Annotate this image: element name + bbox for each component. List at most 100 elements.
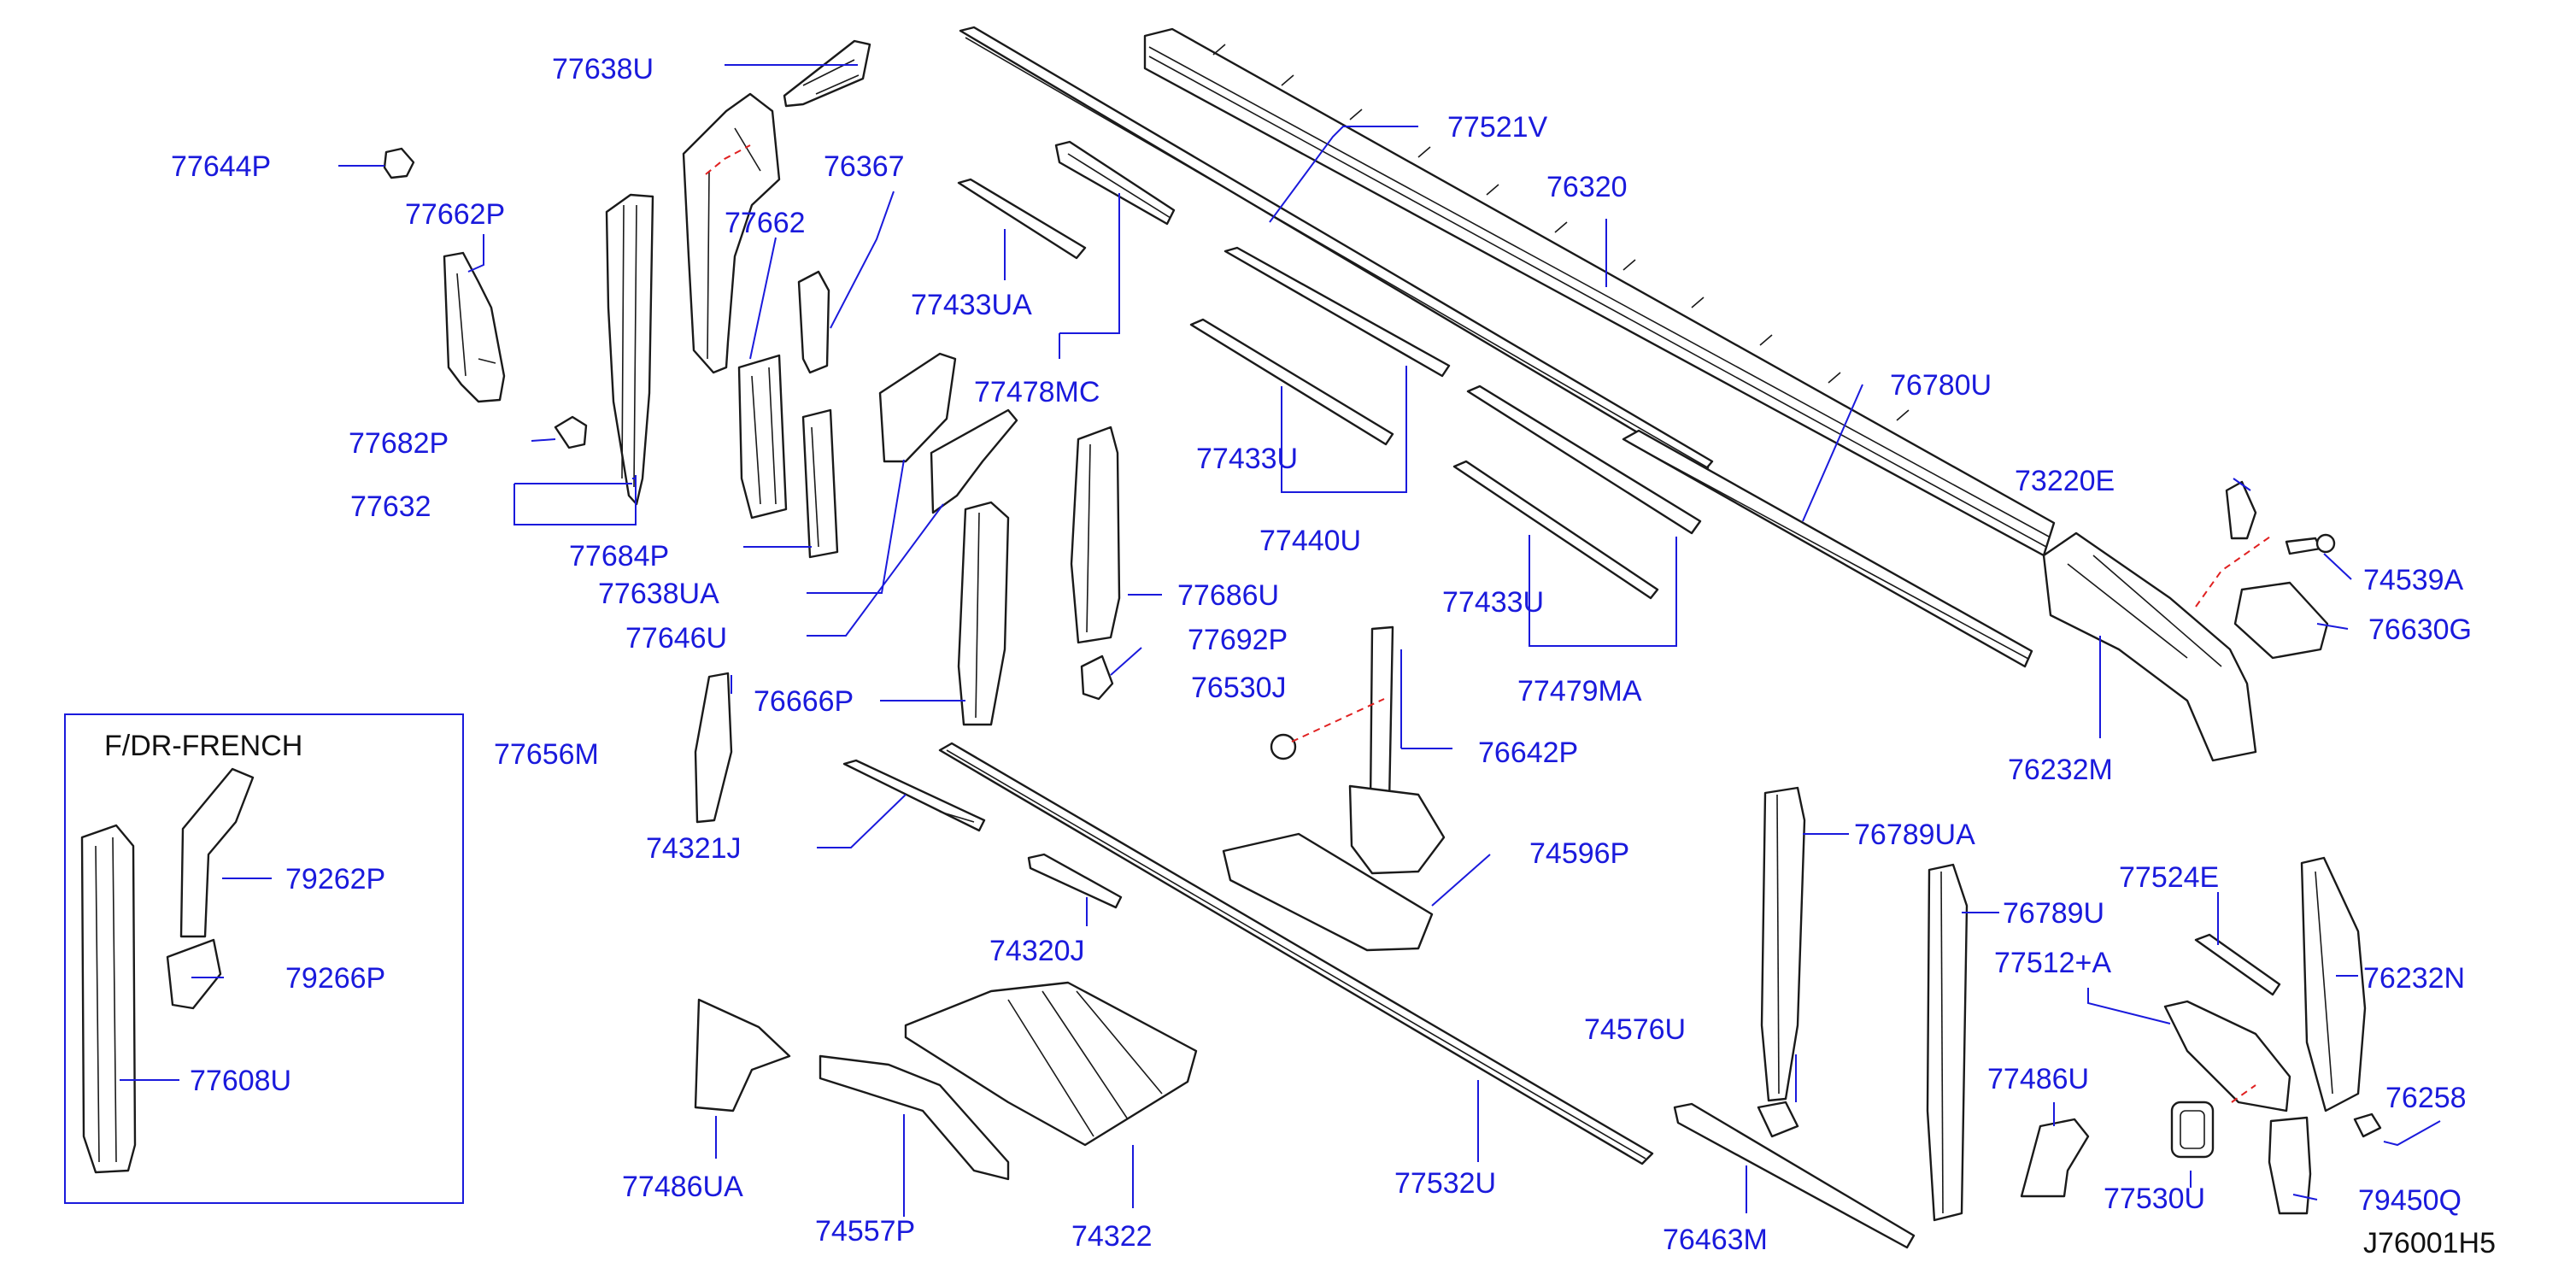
part-76789U[interactable]: [1926, 863, 1969, 1222]
part-76530J[interactable]: [1270, 733, 1297, 760]
part-77433U-a[interactable]: [1189, 318, 1394, 446]
part-74596P[interactable]: [1222, 832, 1434, 952]
part-77512A[interactable]: [2163, 1000, 2291, 1112]
part-77608U[interactable]: [80, 824, 137, 1174]
label-77662[interactable]: 77662: [725, 207, 806, 239]
label-76666P[interactable]: 76666P: [754, 685, 854, 718]
part-77433U-b[interactable]: [1452, 460, 1659, 600]
part-79266P[interactable]: [166, 938, 222, 1010]
figure-code: J76001H5: [2363, 1227, 2496, 1259]
label-76232N[interactable]: 76232N: [2363, 962, 2465, 995]
label-76367[interactable]: 76367: [824, 150, 905, 183]
label-74576U[interactable]: 74576U: [1584, 1013, 1686, 1046]
part-74322[interactable]: [904, 981, 1198, 1147]
part-74321J[interactable]: [842, 759, 986, 832]
label-74557P[interactable]: 74557P: [815, 1215, 915, 1247]
label-77433U-b[interactable]: 77433U: [1442, 586, 1544, 619]
label-77532U[interactable]: 77532U: [1394, 1167, 1496, 1200]
label-77662P[interactable]: 77662P: [405, 198, 505, 231]
part-77632[interactable]: [605, 193, 654, 506]
label-77646U[interactable]: 77646U: [625, 622, 727, 655]
label-77479MA[interactable]: 77479MA: [1517, 675, 1642, 707]
label-77521V[interactable]: 77521V: [1447, 111, 1548, 144]
label-79450Q[interactable]: 79450Q: [2358, 1184, 2462, 1217]
label-74539A[interactable]: 74539A: [2363, 564, 2464, 596]
label-77433U-a[interactable]: 77433U: [1196, 443, 1298, 475]
part-76258[interactable]: [2353, 1112, 2382, 1138]
label-79266P[interactable]: 79266P: [285, 962, 385, 995]
label-77632[interactable]: 77632: [350, 490, 431, 523]
label-77478MC[interactable]: 77478MC: [974, 376, 1100, 408]
part-74557P[interactable]: [819, 1054, 1010, 1181]
part-76642P-bracket[interactable]: [1348, 784, 1446, 875]
part-77486UA[interactable]: [694, 998, 791, 1112]
part-79262P[interactable]: [179, 767, 255, 938]
part-76232N[interactable]: [2300, 856, 2367, 1112]
part-73220E[interactable]: [2225, 480, 2257, 540]
label-77638U[interactable]: 77638U: [552, 53, 654, 85]
label-74321J[interactable]: 74321J: [646, 832, 742, 865]
part-77530U[interactable]: [2170, 1101, 2215, 1159]
part-77656M[interactable]: [694, 672, 733, 824]
label-77608U[interactable]: 77608U: [190, 1065, 291, 1097]
label-77686U[interactable]: 77686U: [1177, 579, 1279, 612]
part-76642P[interactable]: [1369, 625, 1394, 807]
label-76642P[interactable]: 76642P: [1478, 737, 1578, 769]
label-77486U[interactable]: 77486U: [1987, 1063, 2089, 1095]
label-77656M[interactable]: 77656M: [494, 738, 599, 771]
label-76630G[interactable]: 76630G: [2368, 613, 2472, 646]
label-74596P[interactable]: 74596P: [1529, 837, 1629, 870]
label-77644P[interactable]: 77644P: [171, 150, 271, 183]
part-76666P[interactable]: [957, 501, 1010, 726]
part-76789UA[interactable]: [1760, 786, 1806, 1102]
part-77524E[interactable]: [2194, 933, 2281, 996]
part-77646U[interactable]: [878, 352, 957, 463]
inset-title: F/DR-FRENCH: [104, 730, 302, 762]
part-77644P[interactable]: [383, 147, 415, 179]
part-79450Q[interactable]: [2268, 1116, 2312, 1215]
part-labels: 77638U 77644P 77662P 77662 76367 77433UA…: [171, 53, 2472, 1256]
label-76463M[interactable]: 76463M: [1663, 1224, 1768, 1256]
part-77433UA[interactable]: [957, 178, 1087, 260]
part-76630G[interactable]: [2233, 581, 2329, 660]
part-76367[interactable]: [797, 270, 830, 374]
part-77662P[interactable]: [443, 251, 506, 403]
label-77433UA[interactable]: 77433UA: [911, 289, 1032, 321]
label-77440U[interactable]: 77440U: [1259, 525, 1361, 557]
label-76530J[interactable]: 76530J: [1191, 672, 1287, 704]
label-76789UA[interactable]: 76789UA: [1854, 819, 1975, 851]
label-79262P[interactable]: 79262P: [285, 863, 385, 895]
label-73220E[interactable]: 73220E: [2015, 465, 2115, 497]
part-77646U-lower[interactable]: [930, 408, 1018, 514]
part-76232M[interactable]: [2042, 531, 2257, 762]
label-77512A[interactable]: 77512+A: [1994, 947, 2111, 979]
label-77684P[interactable]: 77684P: [569, 540, 669, 572]
part-77440U[interactable]: [1223, 246, 1451, 378]
part-74576U[interactable]: [1757, 1101, 1799, 1138]
part-76463M[interactable]: [1673, 1102, 1916, 1249]
label-76789U[interactable]: 76789U: [2003, 897, 2104, 930]
label-77486UA[interactable]: 77486UA: [622, 1171, 743, 1203]
label-74322[interactable]: 74322: [1071, 1220, 1153, 1253]
part-74539A[interactable]: [2285, 537, 2322, 555]
label-76320[interactable]: 76320: [1546, 171, 1628, 203]
label-77692P[interactable]: 77692P: [1188, 624, 1288, 656]
label-76780U[interactable]: 76780U: [1890, 369, 1992, 402]
label-74320J[interactable]: 74320J: [989, 935, 1085, 967]
part-77486U[interactable]: [2020, 1118, 2090, 1198]
label-77530U[interactable]: 77530U: [2104, 1183, 2205, 1215]
part-77662[interactable]: [737, 354, 788, 520]
part-77638UA[interactable]: [801, 408, 839, 559]
label-76258[interactable]: 76258: [2385, 1082, 2467, 1114]
part-74320J[interactable]: [1027, 853, 1123, 909]
part-77692P[interactable]: [1080, 655, 1114, 701]
part-76780U[interactable]: [1622, 429, 2033, 668]
label-77682P[interactable]: 77682P: [349, 427, 449, 460]
label-77638UA[interactable]: 77638UA: [598, 578, 719, 610]
part-77682P[interactable]: [554, 415, 588, 449]
leader-lines: [120, 64, 2441, 1217]
part-77686U[interactable]: [1070, 426, 1121, 644]
label-77524E[interactable]: 77524E: [2119, 861, 2219, 894]
part-77479MA[interactable]: [1466, 385, 1702, 535]
label-76232M[interactable]: 76232M: [2008, 754, 2113, 786]
